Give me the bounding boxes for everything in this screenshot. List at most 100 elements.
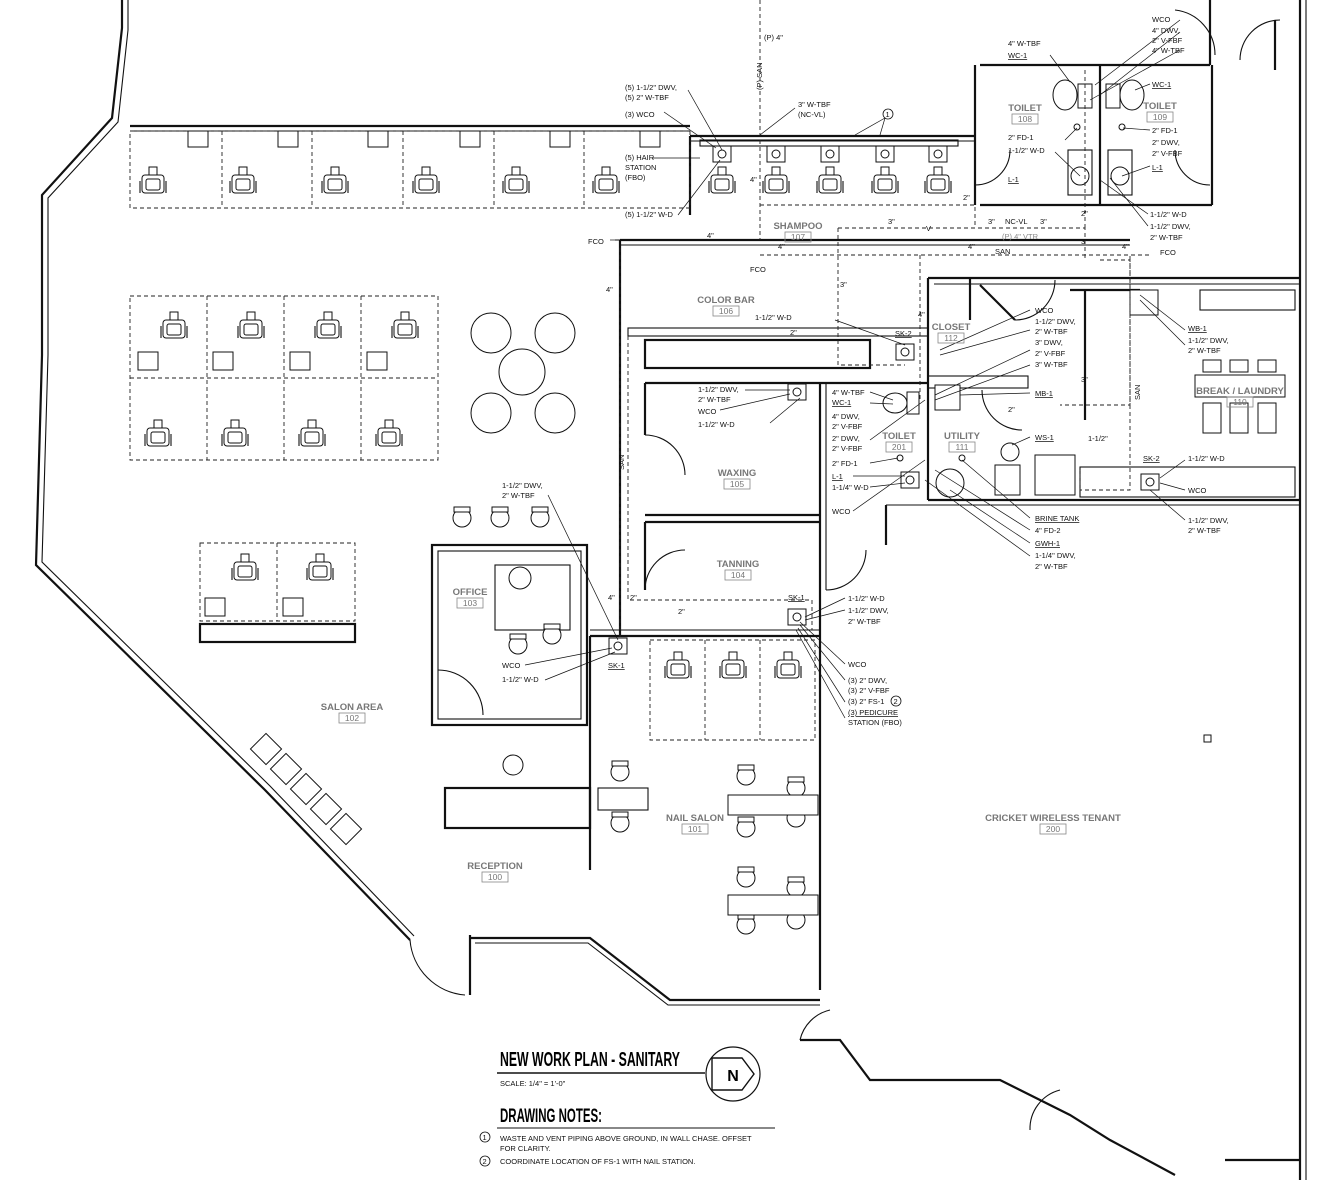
label-t201-wd: 1-1/4" W-D bbox=[832, 483, 869, 492]
label-wx-wco: WCO bbox=[698, 407, 716, 416]
drawing-title: NEW WORK PLAN - SANITARY bbox=[500, 1049, 680, 1071]
drawing-scale: SCALE: 1/4" = 1'-0" bbox=[500, 1079, 566, 1088]
label-cl-wtbf3: 3" W-TBF bbox=[1035, 360, 1068, 369]
label-4in-g: 4" bbox=[918, 310, 925, 319]
label-1-1-2in: 1-1/2" bbox=[1088, 434, 1108, 443]
room-toilet-201: TOILET bbox=[882, 431, 916, 442]
label-2in-e: 2" bbox=[1008, 405, 1015, 414]
room-shampoo: SHAMPOO bbox=[773, 221, 822, 232]
label-san-h: SAN bbox=[995, 247, 1010, 256]
label-t108-wc: WC-1 bbox=[1008, 51, 1027, 60]
room-office-num: 103 bbox=[463, 598, 477, 608]
label-sk1a-wd: 1-1/2" W-D bbox=[848, 594, 885, 603]
label-p-san: (P) SAN bbox=[755, 62, 764, 90]
label-wb-dwv: 1-1/2" DWV, bbox=[1188, 336, 1229, 345]
label-hair3: (3) WCO bbox=[625, 110, 655, 119]
label-sk2b-dwv: 1-1/2" DWV, bbox=[1188, 516, 1229, 525]
label-3in-d: 3" bbox=[1081, 237, 1088, 246]
label-t201-fd: 2" FD-1 bbox=[832, 459, 858, 468]
sanitary-piping bbox=[615, 0, 1150, 640]
room-tanning: TANNING bbox=[717, 559, 760, 570]
room-nail-salon: NAIL SALON bbox=[666, 813, 724, 824]
label-3in-e: 3" bbox=[840, 280, 847, 289]
label-t201-dwv: 4" DWV, bbox=[832, 412, 860, 421]
room-cricket-wireless: CRICKET WIRELESS TENANT bbox=[985, 813, 1121, 824]
label-hair5: STATION bbox=[625, 163, 656, 172]
label-t201-wtbf: 4" W-TBF bbox=[832, 388, 865, 397]
hair-stations-top bbox=[129, 130, 691, 209]
nail-stations bbox=[610, 760, 819, 935]
label-pd-fs: (3) 2" FS-1 bbox=[848, 697, 884, 706]
room-toilet-108-num: 108 bbox=[1018, 114, 1032, 124]
room-break-laundry: BREAK / LAUNDRY bbox=[1196, 386, 1284, 397]
label-2in-d: 2" bbox=[678, 607, 685, 616]
office-chairs bbox=[452, 506, 562, 776]
label-t109-vfbf: 2" V-FBF bbox=[1152, 36, 1183, 45]
label-wtbf3: 3" W-TBF bbox=[798, 100, 831, 109]
label-t201-wco: WCO bbox=[832, 507, 850, 516]
pipe-labels: (P) 4" (P) SAN (5) 1-1/2" DWV, (5) 2" W-… bbox=[502, 15, 1229, 727]
label-wb-wtbf: 2" W-TBF bbox=[1188, 346, 1221, 355]
label-t109-vfbf2: 2" V-FBF bbox=[1152, 149, 1183, 158]
label-t201-dwv2: 2" DWV, bbox=[832, 434, 860, 443]
label-pd-dwv: (3) 2" DWV, bbox=[848, 676, 887, 685]
room-closet: CLOSET bbox=[932, 322, 971, 333]
room-toilet-109: TOILET bbox=[1143, 101, 1177, 112]
note2-marker: 2 bbox=[894, 697, 898, 706]
room-toilet-109-num: 109 bbox=[1153, 112, 1167, 122]
building-walls bbox=[34, 0, 1307, 1180]
room-salon-area: SALON AREA bbox=[321, 702, 384, 713]
room-toilet-201-num: 201 bbox=[892, 442, 906, 452]
note1-marker: 1 bbox=[886, 110, 890, 119]
north-arrow-icon bbox=[705, 1046, 761, 1102]
room-tanning-num: 104 bbox=[731, 570, 745, 580]
room-cricket-wireless-num: 200 bbox=[1046, 824, 1060, 834]
label-cb-wd: 1-1/2" W-D bbox=[755, 313, 792, 322]
room-utility: UTILITY bbox=[944, 431, 981, 442]
room-reception-num: 100 bbox=[488, 872, 502, 882]
room-break-laundry-num: 110 bbox=[1233, 397, 1247, 407]
label-of-wco: WCO bbox=[502, 661, 520, 670]
label-pd-vfbf: (3) 2" V-FBF bbox=[848, 686, 890, 695]
label-sk1b: SK-1 bbox=[608, 661, 625, 670]
room-color-bar-num: 106 bbox=[719, 306, 733, 316]
note-1-number: 1 bbox=[483, 1133, 487, 1142]
label-fco-c: FCO bbox=[1160, 248, 1176, 257]
room-office: OFFICE bbox=[453, 587, 488, 598]
label-of-wtbf: 2" W-TBF bbox=[502, 491, 535, 500]
label-2in-a: 2" bbox=[963, 193, 970, 202]
label-hair2: (5) 2" W-TBF bbox=[625, 93, 669, 102]
label-t201-vfbf: 2" V-FBF bbox=[832, 422, 863, 431]
label-4in-e: 4" bbox=[606, 285, 613, 294]
label-wx-dwv: 1-1/2" DWV, bbox=[698, 385, 739, 394]
label-4in-d: 4" bbox=[1122, 242, 1129, 251]
label-cl-wtbf: 2" W-TBF bbox=[1035, 327, 1068, 336]
label-t109-wco: WCO bbox=[1152, 15, 1170, 24]
label-of-wd: 1-1/2" W-D bbox=[502, 675, 539, 684]
label-t109-l: L-1 bbox=[1152, 163, 1163, 172]
label-t108-fd: 2" FD-1 bbox=[1008, 133, 1034, 142]
note-2-text: COORDINATE LOCATION OF FS-1 WITH NAIL ST… bbox=[500, 1157, 695, 1166]
label-cl-vfbf: 2" V-FBF bbox=[1035, 349, 1066, 358]
title-block: NEW WORK PLAN - SANITARY SCALE: 1/4" = 1… bbox=[479, 1046, 775, 1167]
label-hair7: (5) 1-1/2" W-D bbox=[625, 210, 674, 219]
label-t201-l: L-1 bbox=[832, 472, 843, 481]
room-labels: RECEPTION 100 NAIL SALON 101 SALON AREA … bbox=[321, 101, 1285, 883]
label-3in-c: 3" bbox=[1040, 217, 1047, 226]
north-label: N bbox=[727, 1068, 739, 1085]
label-3in-b: 3" bbox=[988, 217, 995, 226]
label-t109-dwv3: 1-1/2" DWV, bbox=[1150, 222, 1191, 231]
label-2in-c: 2" bbox=[630, 593, 637, 602]
label-fco-a: FCO bbox=[588, 237, 604, 246]
label-4in-a: 4" bbox=[707, 231, 714, 240]
label-t109-wtbf2: 2" W-TBF bbox=[1150, 233, 1183, 242]
round-table bbox=[470, 312, 576, 434]
label-san-v2: SAN bbox=[1133, 385, 1142, 400]
label-4in-f: 4" bbox=[750, 175, 757, 184]
label-ws1: WS-1 bbox=[1035, 433, 1054, 442]
label-hair4: (5) HAIR bbox=[625, 153, 655, 162]
label-t109-dwv: 4" DWV, bbox=[1152, 26, 1180, 35]
hair-stations-mid bbox=[129, 295, 439, 461]
note-2-number: 2 bbox=[483, 1157, 487, 1166]
note-1-text: WASTE AND VENT PIPING ABOVE GROUND, IN W… bbox=[500, 1134, 752, 1143]
